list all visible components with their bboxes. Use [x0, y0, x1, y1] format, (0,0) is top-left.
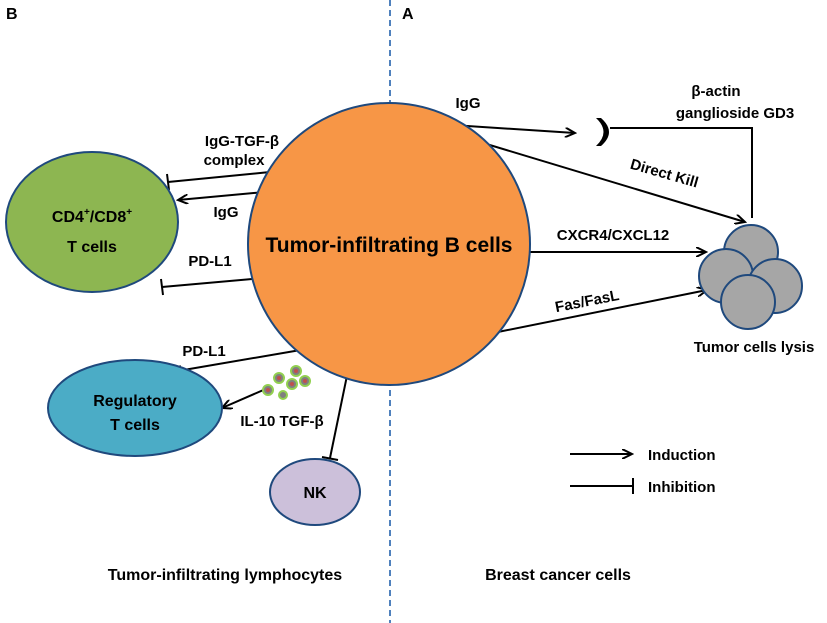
edge-nk — [329, 365, 350, 459]
edge-label-direct-kill: Direct Kill — [628, 156, 700, 192]
cytokine-dots-icon — [262, 365, 311, 400]
legend: Induction Inhibition — [570, 447, 716, 496]
edge-pdl1-tcells — [161, 277, 264, 288]
edge-pdl1-treg — [172, 346, 319, 372]
legend-induction-label: Induction — [648, 447, 716, 464]
edge-igg-tgf-complex-bar — [166, 173, 170, 191]
node-cd4-cd8-t-cells — [5, 151, 179, 293]
legend-inhibition-label: Inhibition — [648, 479, 715, 496]
edge-label-antigen-1: β-actin — [691, 83, 740, 100]
tumor-caption: Tumor cells lysis — [694, 339, 815, 356]
edge-label-antigen-2: ganglioside GD3 — [676, 105, 794, 122]
panel-label-left: B — [6, 6, 18, 23]
edge-fas — [492, 290, 707, 334]
edge-label-igg-right: IgG — [456, 95, 481, 112]
edge-label-il10: IL-10 TGF-β — [240, 413, 323, 430]
edge-nk-bar — [321, 456, 339, 461]
node-label-cd-line2: T cells — [67, 239, 117, 256]
edge-igg-antigen — [451, 124, 575, 133]
panel-label-right: A — [402, 6, 414, 23]
edge-label-igg-left: IgG — [214, 204, 239, 221]
edge-label-cxcr4: CXCR4/CXCL12 — [557, 227, 670, 244]
edge-antigen-tumor — [610, 127, 753, 218]
node-nk — [269, 458, 361, 526]
node-label-treg-line1: Regulatory — [93, 393, 177, 410]
tumor-cells-cluster — [698, 224, 803, 330]
node-tumor-infiltrating-b-cells — [247, 102, 531, 386]
node-label-center: Tumor-infiltrating B cells — [266, 234, 513, 257]
antigen-bracket-icon — [596, 118, 609, 146]
edge-il10-treg — [222, 387, 269, 408]
edge-label-fas: Fas/FasL — [554, 287, 621, 316]
edge-pdl1-tcells-bar — [160, 278, 164, 296]
edge-label-igg-tgf-1: IgG-TGF-β — [205, 133, 279, 150]
node-regulatory-t-cells — [47, 359, 223, 457]
edge-label-igg-tgf-2: complex — [204, 152, 266, 169]
node-label-treg-line2: T cells — [110, 417, 160, 434]
edge-igg-to-tcells — [178, 191, 266, 200]
node-label-cd-line1: CD4+/CD8+ — [52, 207, 132, 226]
edge-direct-kill — [459, 135, 745, 222]
footer-left-caption: Tumor-infiltrating lymphocytes — [108, 567, 342, 584]
edge-igg-tgf-complex — [167, 171, 271, 183]
node-label-nk: NK — [303, 485, 327, 502]
footer-right-caption: Breast cancer cells — [485, 567, 631, 584]
edge-label-pdl1-upper: PD-L1 — [188, 253, 231, 270]
edge-label-pdl1-lower: PD-L1 — [182, 343, 225, 360]
